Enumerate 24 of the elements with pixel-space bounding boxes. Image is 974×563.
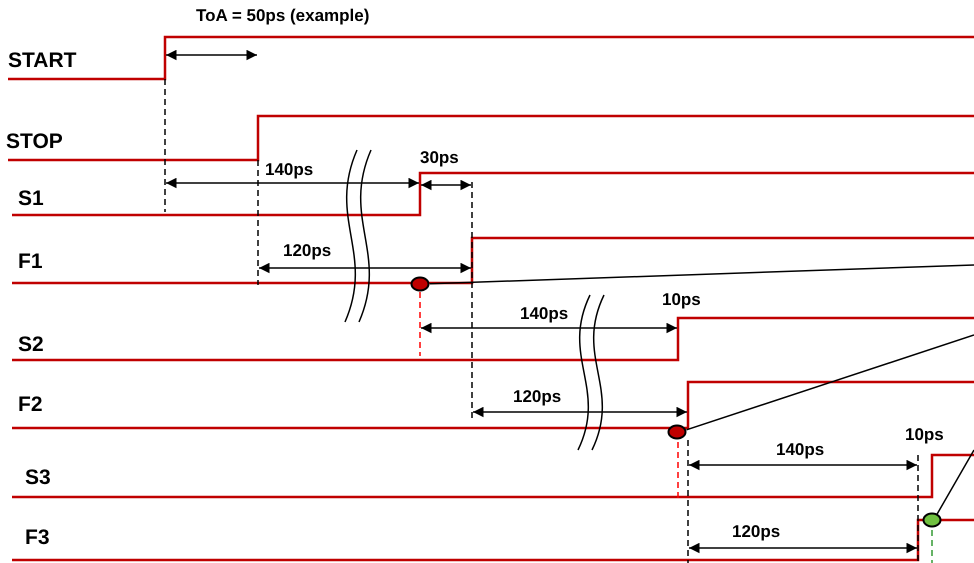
signal-name: S1 <box>18 187 44 211</box>
time-label: 10ps <box>662 290 701 310</box>
time-label: 140ps <box>520 304 568 324</box>
signal-name: F1 <box>18 250 43 274</box>
signal-name: S3 <box>25 466 51 490</box>
signal-name: F3 <box>25 526 50 550</box>
signal-name: S2 <box>18 333 44 357</box>
connector-line <box>430 264 974 284</box>
timing-dot <box>922 512 942 528</box>
connector-line <box>686 334 974 431</box>
time-label: 10ps <box>905 425 944 445</box>
timing-dot <box>667 424 687 440</box>
time-label: 30ps <box>420 148 459 168</box>
annotation-text: ToA = 50ps (example) <box>196 6 370 26</box>
time-label: 120ps <box>513 387 562 407</box>
time-label: 140ps <box>776 440 824 460</box>
connector-line <box>936 450 974 514</box>
time-label: 120ps <box>732 522 780 542</box>
signal-name: F2 <box>18 393 43 417</box>
signal-name: START <box>8 49 76 73</box>
time-label: 140ps <box>265 160 314 180</box>
timing-dot <box>410 276 430 292</box>
signal-name: STOP <box>6 130 63 154</box>
time-label: 120ps <box>283 241 332 261</box>
